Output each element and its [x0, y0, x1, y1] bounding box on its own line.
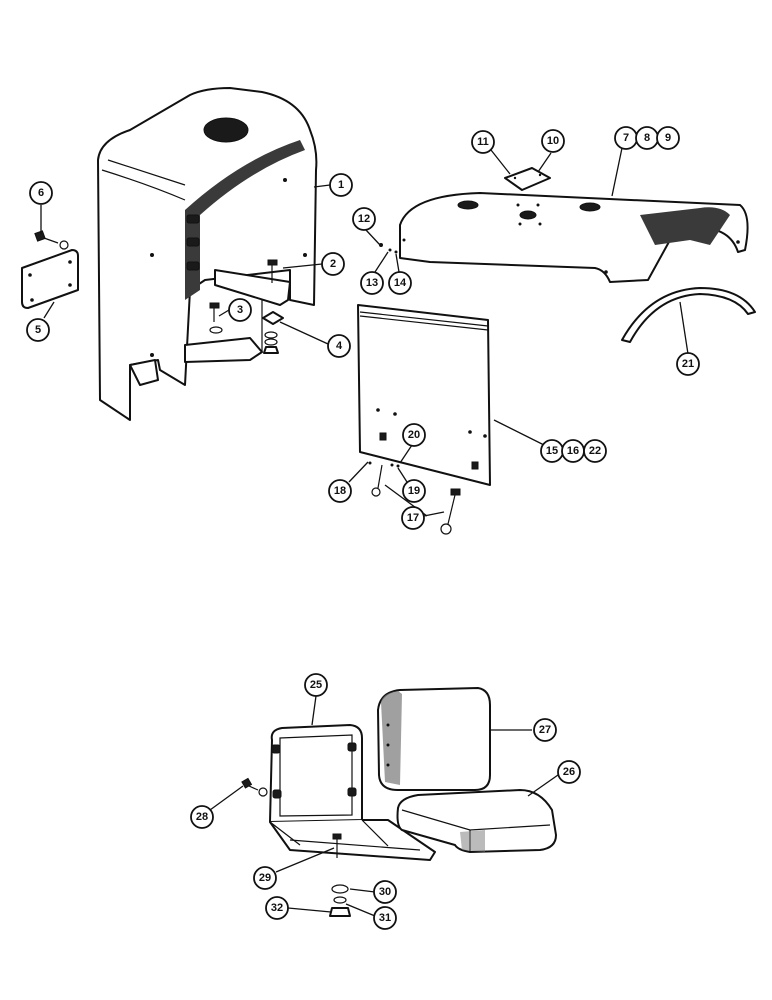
callout-15-label: 15: [546, 445, 558, 457]
callout-26-label: 26: [563, 766, 575, 778]
hardware-parts-18-19: [368, 461, 400, 468]
callout-16-label: 16: [567, 445, 579, 457]
callout-30: 30: [373, 880, 397, 904]
callout-22-label: 22: [589, 445, 601, 457]
callout-19-label: 19: [408, 485, 420, 497]
callout-28: 28: [190, 805, 214, 829]
callout-17-label: 17: [407, 512, 419, 524]
washer-stack-part-4: [262, 311, 284, 354]
callout-20-label: 20: [408, 429, 420, 441]
callout-30-label: 30: [379, 886, 391, 898]
callout-28-label: 28: [196, 811, 208, 823]
callout-29-label: 29: [259, 872, 271, 884]
callout-31: 31: [373, 906, 397, 930]
callout-12: 12: [352, 207, 376, 231]
fender-part: [399, 192, 749, 283]
callout-4: 4: [327, 334, 351, 358]
plate-part-10: [504, 167, 551, 191]
callout-17: 17: [401, 506, 425, 530]
callout-22: 22: [583, 439, 607, 463]
leader-lines: [40, 147, 689, 917]
callout-1: 1: [329, 173, 353, 197]
callout-25: 25: [304, 673, 328, 697]
callout-8-label: 8: [644, 132, 650, 144]
callout-32-label: 32: [271, 902, 283, 914]
callout-9-label: 9: [665, 132, 671, 144]
callout-11-label: 11: [477, 136, 489, 148]
callout-4-label: 4: [336, 340, 343, 352]
callout-32: 32: [265, 896, 289, 920]
callout-8: 8: [635, 126, 659, 150]
callout-7-label: 7: [623, 132, 629, 144]
hardware-parts-12-14: [379, 243, 398, 254]
callout-5: 5: [26, 318, 50, 342]
latch-part-17: [371, 464, 461, 535]
callout-10: 10: [541, 129, 565, 153]
callout-31-label: 31: [379, 912, 391, 924]
callout-16: 16: [561, 439, 585, 463]
callout-6-label: 6: [38, 187, 44, 199]
bolt-part-28: [241, 777, 268, 797]
bolt-part-29: [332, 833, 342, 858]
callout-29: 29: [253, 866, 277, 890]
callout-21-label: 21: [682, 358, 694, 370]
callout-15: 15: [540, 439, 564, 463]
callout-27: 27: [533, 718, 557, 742]
callout-14: 14: [388, 271, 412, 295]
callout-27-label: 27: [539, 724, 551, 736]
callout-13-label: 13: [366, 277, 378, 289]
callout-11: 11: [471, 130, 495, 154]
callout-1-label: 1: [338, 179, 344, 191]
cover-plate-part-5: [21, 249, 79, 309]
callout-5-label: 5: [35, 324, 41, 336]
callout-13: 13: [360, 271, 384, 295]
callout-19: 19: [402, 479, 426, 503]
callout-12-label: 12: [358, 213, 370, 225]
seat-cushion-part-26: [396, 789, 557, 853]
callout-6: 6: [29, 181, 53, 205]
callout-2: 2: [321, 252, 345, 276]
nut-washer-parts-30-32: [329, 884, 351, 917]
bolt-part-3: [209, 302, 223, 334]
backrest-cushion-part-27: [377, 687, 491, 791]
bolt-part-2: [267, 259, 278, 283]
callout-18: 18: [328, 479, 352, 503]
callout-25-label: 25: [310, 679, 322, 691]
callout-21: 21: [676, 352, 700, 376]
seat-frame-part-25: [269, 724, 436, 861]
trim-strip-part-21: [621, 287, 756, 343]
callout-3: 3: [228, 298, 252, 322]
panel-part: [357, 304, 491, 486]
callout-3-label: 3: [237, 304, 243, 316]
callout-2-label: 2: [330, 258, 336, 270]
housing-part: [97, 87, 318, 421]
callout-9: 9: [656, 126, 680, 150]
callout-14-label: 14: [394, 277, 407, 289]
callout-18-label: 18: [334, 485, 346, 497]
callout-26: 26: [557, 760, 581, 784]
callout-10-label: 10: [547, 135, 559, 147]
callout-20: 20: [402, 423, 426, 447]
callout-7: 7: [614, 126, 638, 150]
bolt-part-6: [34, 230, 69, 250]
